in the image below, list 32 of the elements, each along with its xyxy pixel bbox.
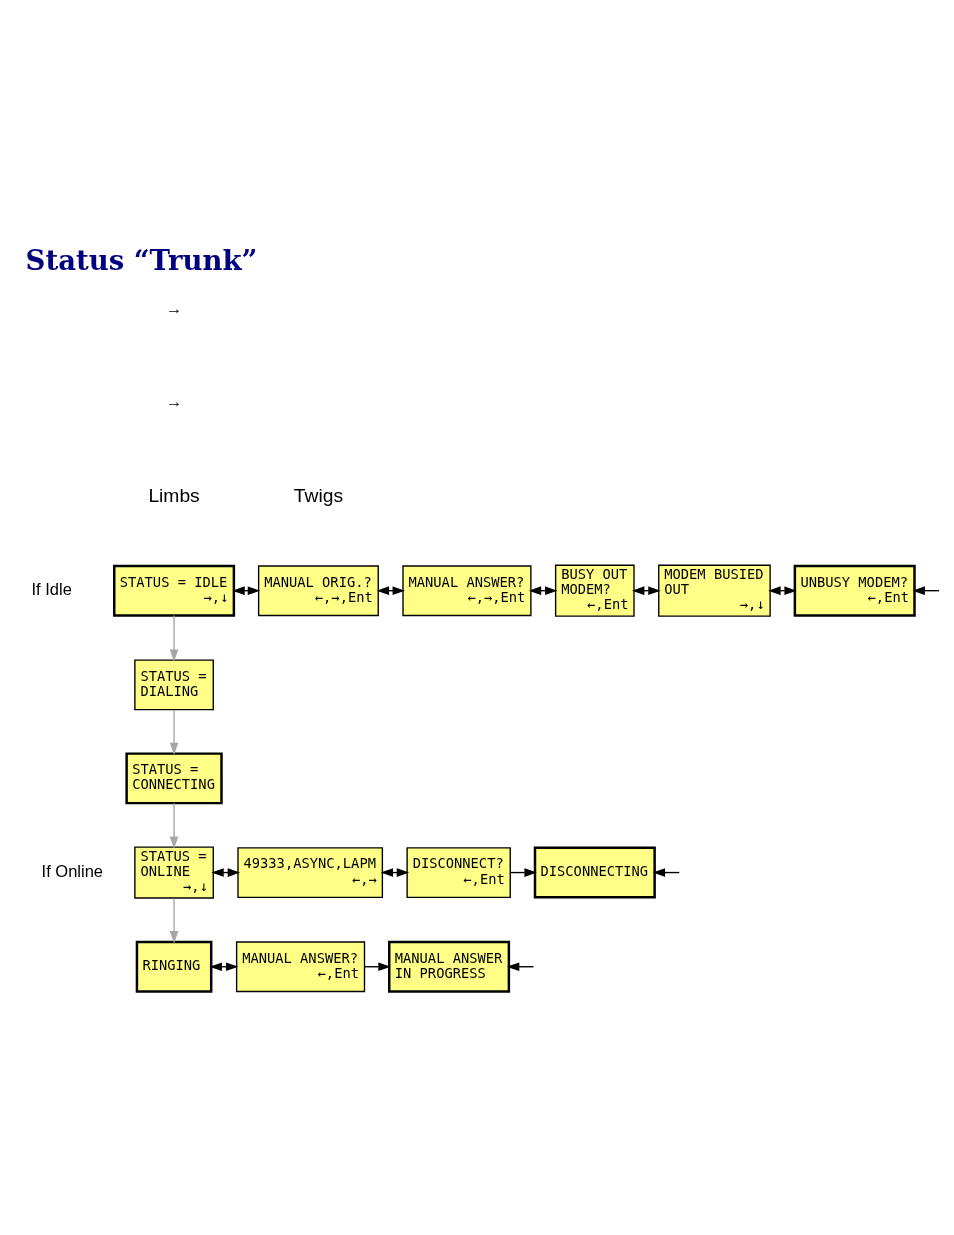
node-box: UNBUSY MODEM? ←,Ent — [793, 564, 916, 617]
node-box: MANUAL ANSWER IN PROGRESS — [387, 940, 510, 993]
arrow — [209, 962, 238, 972]
node-box: 49333,ASYNC,LAPM ←,→ — [236, 847, 383, 898]
node-box: MODEM BUSIED OUT →,↓ — [657, 564, 771, 617]
node-box: DISCONNECT? ←,Ent — [405, 847, 511, 898]
label: → — [165, 298, 182, 317]
arrow — [376, 586, 405, 596]
node-box: MANUAL ANSWER? ←,→,Ent — [401, 565, 532, 617]
diagram-title: Status “Trunk” — [25, 243, 257, 276]
node-box: STATUS = DIALING — [133, 659, 214, 711]
arrow — [528, 586, 557, 596]
arrow — [231, 586, 260, 596]
node-box: DISCONNECTING — [533, 846, 656, 899]
arrow — [767, 586, 797, 596]
arrow — [169, 897, 178, 944]
node-box: MANUAL ORIG.? ←,→,Ent — [257, 565, 379, 617]
arrow — [631, 586, 661, 596]
arrow — [169, 709, 178, 756]
node-box: STATUS = ONLINE →,↓ — [133, 846, 214, 899]
node-box: BUSY OUT MODEM? ←,Ent — [554, 564, 635, 617]
node-box: MANUAL ANSWER? ←,Ent — [235, 941, 365, 993]
node-box: RINGING — [135, 940, 212, 993]
label: If Idle — [31, 579, 72, 598]
node-box: STATUS = CONNECTING — [124, 752, 223, 805]
label: Twigs — [293, 484, 343, 506]
arrow — [169, 614, 178, 662]
label: → — [165, 392, 182, 411]
label: Limbs — [147, 484, 200, 506]
node-box: STATUS = IDLE →,↓ — [112, 564, 235, 617]
label: If Online — [41, 861, 103, 880]
arrow — [169, 802, 178, 849]
